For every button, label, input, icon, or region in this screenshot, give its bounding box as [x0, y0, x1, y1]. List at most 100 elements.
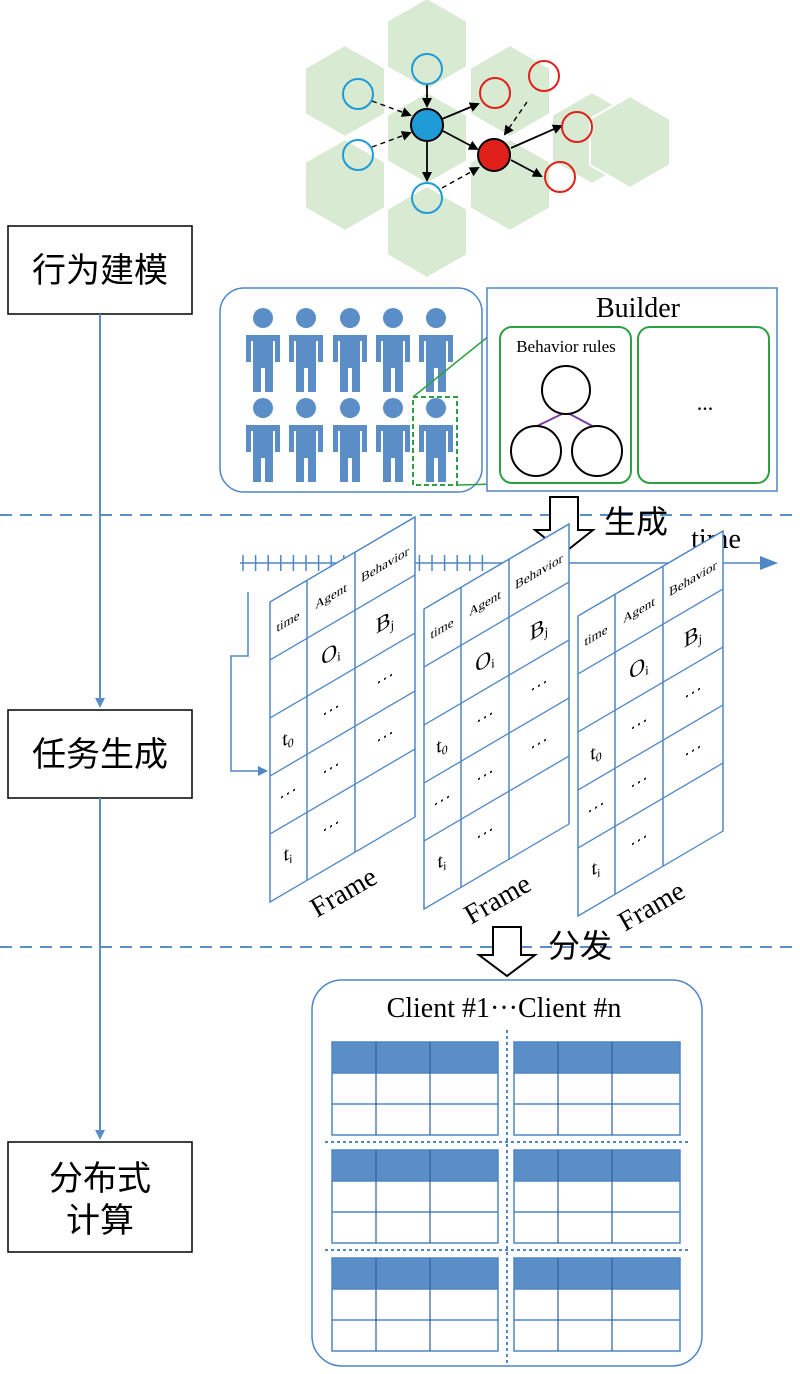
person-icon — [289, 308, 323, 392]
frame-cell-behavior: Bj — [530, 612, 548, 650]
client-table-header — [514, 1150, 680, 1181]
frame-table: timeAgentBehaviorOiBjt0·················… — [577, 529, 724, 918]
distribute-label: 分发 — [548, 928, 612, 964]
client-table — [331, 1149, 499, 1244]
pipeline: 行为建模 任务生成 分布式 计算 — [7, 225, 193, 1253]
frame-cell-ti: ti — [438, 846, 447, 877]
frame-cell-behavior: Bj — [684, 619, 702, 657]
frame-cell-t0: t0 — [590, 737, 602, 769]
rule-node-left — [510, 425, 562, 477]
person-icon — [419, 308, 453, 392]
frame-row-line — [424, 523, 569, 610]
rule-node-right — [571, 425, 623, 477]
client-table-header — [332, 1258, 498, 1289]
frame-border — [577, 529, 724, 918]
hex-cell — [304, 137, 386, 233]
frame-row-line — [270, 632, 415, 719]
frame-table: timeAgentBehaviorOiBjt0·················… — [269, 515, 416, 904]
link-solid — [442, 130, 479, 150]
agent-neighbor-red — [528, 60, 560, 92]
hex-grid — [304, 0, 671, 280]
client-table — [331, 1257, 499, 1352]
generate-label: 生成 — [604, 504, 668, 540]
frame-row-line — [578, 646, 723, 733]
client-table-border — [513, 1041, 681, 1136]
frame-row-line — [270, 516, 415, 603]
link-dashed — [371, 100, 412, 117]
client-table — [513, 1041, 681, 1136]
client-table-border — [331, 1041, 499, 1136]
client-table — [513, 1257, 681, 1352]
frame-border — [269, 515, 416, 904]
frame-cell-t0: t0 — [436, 730, 448, 762]
frame-row-line — [578, 588, 723, 675]
client-table-header — [514, 1042, 680, 1073]
person-icon — [419, 398, 453, 482]
person-icon — [376, 398, 410, 482]
agent-active-blue — [410, 108, 444, 142]
frame-cell-behavior: Bj — [376, 605, 394, 643]
person-icon — [333, 308, 367, 392]
stage-box-modeling — [7, 225, 193, 315]
frame: timeAgentBehaviorOiBjt0·················… — [577, 529, 724, 938]
stage-box-task-generation — [7, 709, 193, 799]
person-icon — [289, 398, 323, 482]
population-box — [219, 287, 483, 493]
client-table-border — [331, 1149, 499, 1244]
agent-neighbor-blue — [411, 53, 443, 85]
stage-label-modeling: 行为建模 — [32, 252, 168, 290]
frame-row-line — [424, 755, 569, 842]
agent-network — [304, 0, 671, 280]
frame-row-line — [270, 690, 415, 777]
link-solid — [441, 102, 480, 120]
tree-edge — [565, 411, 597, 429]
frame-cell-ti: ti — [592, 853, 601, 884]
client-table — [331, 1041, 499, 1136]
builder-title: Builder — [596, 293, 681, 324]
agent-neighbor-blue — [342, 78, 374, 110]
stage-label-distributed-2: 计算 — [66, 1202, 134, 1240]
person-icon — [246, 398, 280, 482]
more-rules-ellipsis: ... — [697, 390, 714, 415]
agent-neighbor-blue — [342, 139, 374, 171]
frame-table: timeAgentBehaviorOiBjt0·················… — [423, 522, 570, 911]
link-dashed — [441, 167, 480, 189]
more-rules-box — [637, 326, 770, 484]
client-table-header — [332, 1042, 498, 1073]
client-tables — [331, 1041, 681, 1352]
clients-title: Client #1···Client #n — [387, 993, 622, 1024]
frame-pointer-arrowhead-icon — [258, 766, 268, 776]
frame-row-line — [270, 574, 415, 661]
agent-neighbor-blue — [411, 182, 443, 214]
frame-row-line — [424, 581, 569, 668]
frame-pointer-line — [230, 592, 266, 772]
frame-row-line — [578, 704, 723, 791]
frame-row-line — [270, 748, 415, 835]
frame-row-line — [424, 639, 569, 726]
person-icon — [246, 308, 280, 392]
agent-neighbor-red — [544, 161, 576, 193]
agent-neighbor-red — [561, 111, 593, 143]
frame: timeAgentBehaviorOiBjt0·················… — [423, 522, 570, 931]
hollow-down-arrow-icon — [476, 926, 538, 978]
hex-cell — [386, 184, 468, 280]
client-table-header — [514, 1258, 680, 1289]
distribute-arrow: 分发 — [476, 926, 612, 978]
selected-person-box — [412, 396, 458, 486]
frame-row-line — [578, 762, 723, 849]
link-solid — [510, 124, 563, 149]
link-dashed — [503, 101, 528, 136]
client-table-border — [513, 1149, 681, 1244]
client-table — [513, 1149, 681, 1244]
hex-cell — [304, 43, 386, 139]
builder-panel: Builder Behavior rules ... — [486, 287, 778, 492]
people-grid — [246, 308, 453, 482]
frames: timeAgentBehaviorOiBjt0·················… — [269, 515, 724, 938]
timeline-arrowhead-icon — [760, 556, 778, 570]
frame-cell-t0: t0 — [282, 723, 294, 755]
stage-label-task-generation: 任务生成 — [32, 736, 168, 774]
frame-border — [423, 522, 570, 911]
stage-box-distributed — [7, 1141, 193, 1253]
behavior-rules-label: Behavior rules — [516, 337, 616, 356]
